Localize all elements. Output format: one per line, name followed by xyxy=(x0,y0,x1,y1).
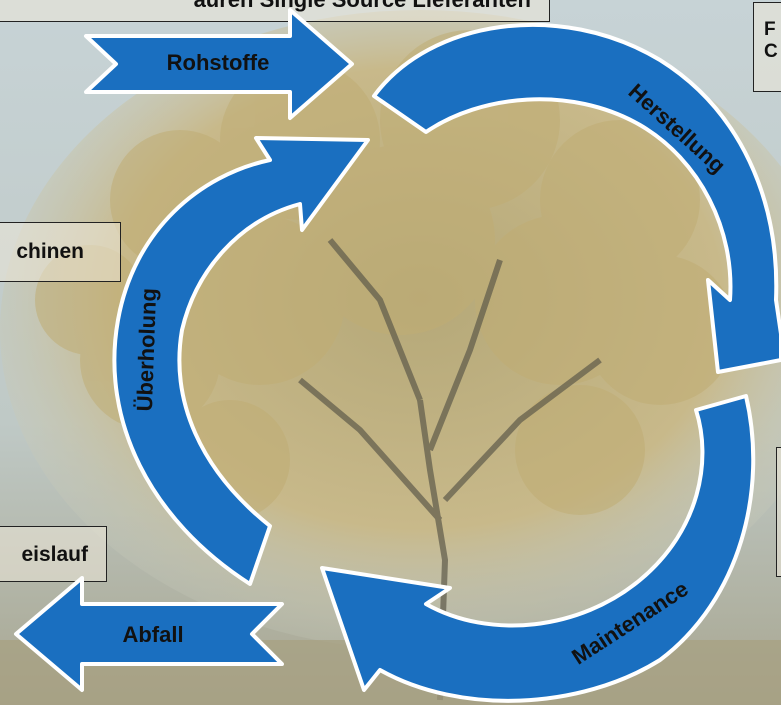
rohstoffe-arrow xyxy=(84,8,354,120)
ueberholung-arrow xyxy=(112,136,370,586)
right-low-label-box xyxy=(776,447,781,577)
left-low-label-text: eislauf xyxy=(21,543,88,566)
right-top-label-line2: C xyxy=(764,41,778,62)
right-top-label-box: F C xyxy=(753,2,781,92)
abfall-label: Abfall xyxy=(122,622,183,647)
abfall-arrow xyxy=(14,576,284,692)
maintenance-arrow xyxy=(320,394,756,703)
rohstoffe-label: Rohstoffe xyxy=(167,50,270,75)
left-low-label-box: eislauf xyxy=(0,526,107,582)
herstellung-arrow xyxy=(372,22,781,374)
top-label-text: auren Single Source Lieferanten xyxy=(194,0,531,12)
left-mid-label-box: chinen xyxy=(0,222,121,282)
ueberholung-label: Überholung xyxy=(132,288,161,412)
right-top-label-line1: F xyxy=(764,19,776,40)
left-mid-label-text: chinen xyxy=(16,240,84,263)
top-label-box: auren Single Source Lieferanten xyxy=(0,0,550,22)
